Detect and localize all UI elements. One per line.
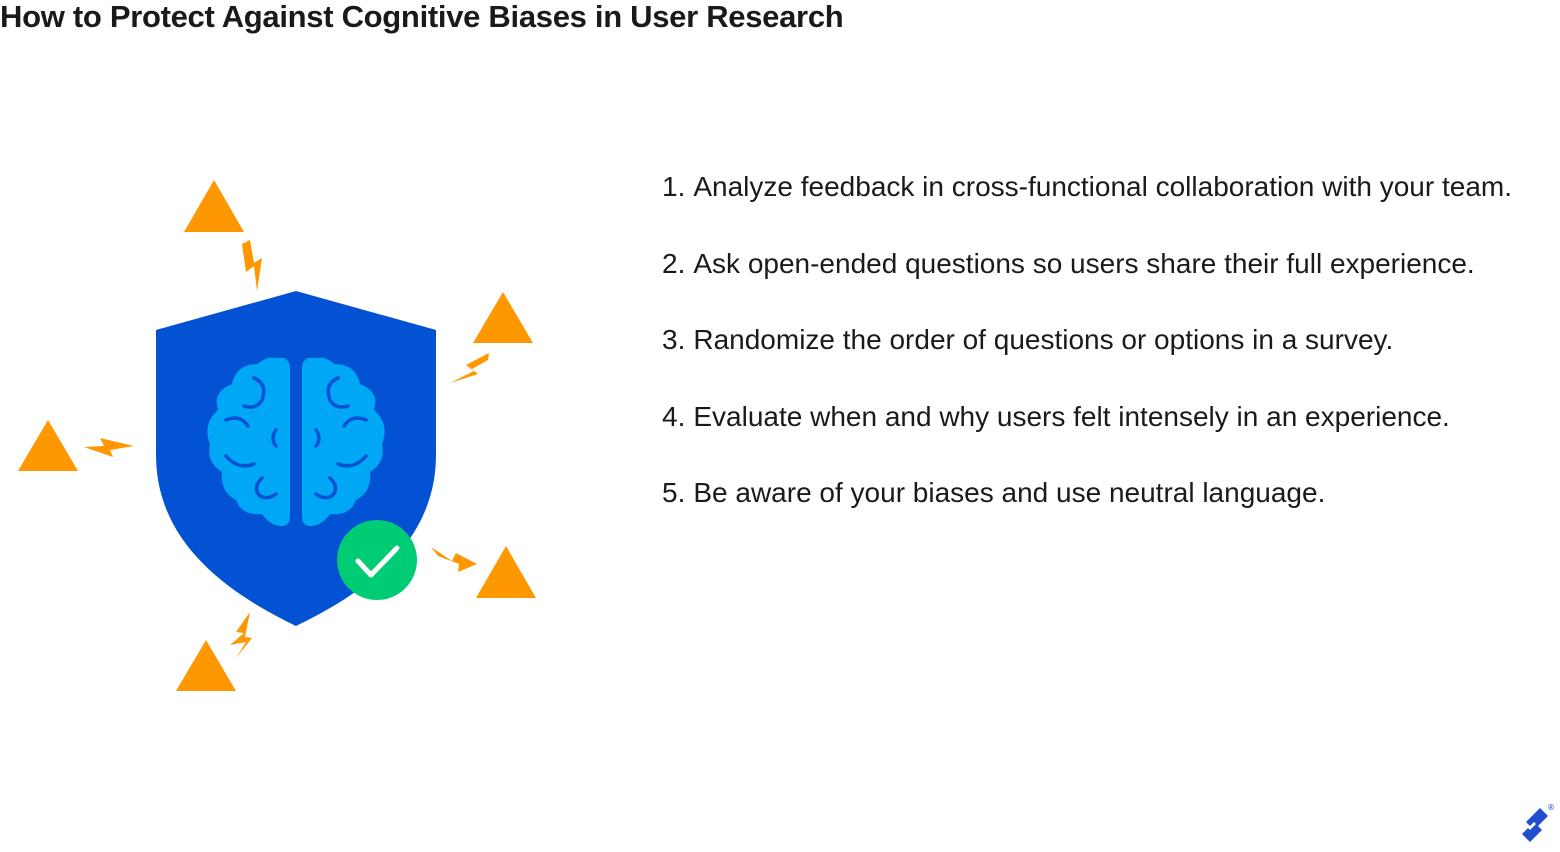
step-text: Analyze feedback in cross-functional col… (693, 171, 1513, 202)
list-item: 3. Randomize the order of questions or o… (662, 321, 1512, 360)
warning-triangle-icon (184, 180, 244, 232)
list-item: 2. Ask open-ended questions so users sha… (662, 245, 1512, 284)
check-badge (337, 520, 417, 600)
list-item: 4. Evaluate when and why users felt inte… (662, 398, 1512, 437)
step-number: 5. (662, 477, 686, 508)
security-illustration (18, 180, 536, 691)
warning-triangle-icon (476, 546, 536, 598)
steps-list: 1. Analyze feedback in cross-functional … (662, 168, 1512, 551)
page-title: How to Protect Against Cognitive Biases … (0, 0, 844, 34)
step-text: Be aware of your biases and use neutral … (693, 477, 1326, 508)
toptal-logo-icon: ® (1522, 803, 1555, 842)
lightning-bolt-icon (431, 547, 477, 572)
list-item: 5. Be aware of your biases and use neutr… (662, 474, 1512, 513)
brain-icon (207, 357, 385, 526)
registered-mark: ® (1547, 803, 1555, 812)
step-number: 1. (662, 171, 686, 202)
step-number: 4. (662, 400, 686, 432)
lightning-bolt-icon (230, 612, 252, 658)
step-text: Randomize the order of questions or opti… (693, 324, 1394, 355)
step-number: 3. (662, 324, 686, 355)
lightning-bolt-icon (450, 353, 489, 383)
warning-triangle-icon (18, 420, 78, 471)
lightning-bolt-icon (84, 438, 134, 457)
warning-triangle-icon (176, 640, 236, 691)
step-number: 2. (662, 247, 686, 279)
checkmark-icon (355, 545, 400, 578)
warning-triangle-icon (473, 292, 533, 343)
step-text: Evaluate when and why users felt intense… (693, 400, 1450, 432)
list-item: 1. Analyze feedback in cross-functional … (662, 168, 1512, 207)
step-text: Ask open-ended questions so users share … (693, 247, 1475, 279)
lightning-bolt-icon (242, 240, 262, 291)
